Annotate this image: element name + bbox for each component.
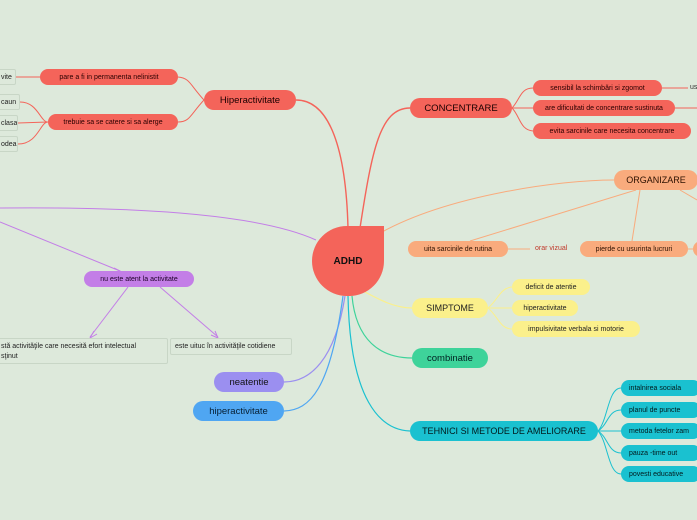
subtopic-pierde-lucruri[interactable]: pierde cu usurinta lucruri (580, 241, 688, 257)
subtopic-planul-de-puncte[interactable]: planul de puncte (621, 402, 697, 418)
subtopic-nelinistit[interactable]: pare a fi in permanenta nelinistit (40, 69, 178, 85)
leaf-vite[interactable]: vite (0, 69, 16, 85)
note-orar-vizual: orar vizual (535, 245, 568, 252)
subtopic-metoda-fetelor[interactable]: metoda fetelor zam (621, 423, 697, 439)
leaf-caun-label: caun (1, 98, 17, 106)
subtopic-pauza-time-out[interactable]: pauza -time out (621, 445, 697, 461)
subtopic-povesti-educative[interactable]: povesti educative (621, 466, 697, 482)
leaf-caun[interactable]: caun (0, 94, 20, 110)
topic-hiperactivitate-lower[interactable]: hiperactivitate (193, 401, 284, 421)
topic-simptome[interactable]: SIMPTOME (412, 298, 488, 318)
leaf-odea-label: odea (1, 140, 17, 148)
subtopic-sensibil-zgomot[interactable]: sensibil la schimbări si zgomot (533, 80, 662, 96)
subtopic-catere-alerge[interactable]: trebuie sa se catere si sa alerge (48, 114, 178, 130)
leaf-clasa[interactable]: clasa (0, 115, 18, 131)
topic-concentrare[interactable]: CONCENTRARE (410, 98, 512, 118)
subtopic-organizare-extra[interactable] (693, 241, 697, 257)
leaf-efort-line2: sţinut (1, 353, 18, 360)
leaf-clasa-label: clasa (1, 119, 18, 127)
central-topic[interactable]: ADHD (312, 226, 384, 296)
topic-hiperactivitate[interactable]: Hiperactivitate (204, 90, 296, 110)
subtopic-deficit-atentie[interactable]: deficit de atentie (512, 279, 590, 295)
leaf-odea[interactable]: odea (0, 136, 18, 152)
topic-combinatie[interactable]: combinatie (412, 348, 488, 368)
topic-neatentie[interactable]: neatentie (214, 372, 284, 392)
subtopic-nu-este-atent[interactable]: nu este atent la activitate (84, 271, 194, 287)
leaf-vite-label: vite (1, 73, 12, 81)
leaf-uituc-label: este uituc în activităţile cotidiene (175, 343, 276, 350)
subtopic-evita-sarcinile[interactable]: evita sarcinile care necesita concentrar… (533, 123, 691, 139)
subtopic-intalnirea-sociala[interactable]: intalnirea sociala (621, 380, 697, 396)
leaf-us: us (690, 84, 697, 91)
subtopic-impulsivitate[interactable]: impulsivitate verbala si motorie (512, 321, 640, 337)
leaf-uituc-cotidiene[interactable]: este uituc în activităţile cotidiene (170, 338, 292, 355)
leaf-efort-line1: stă activităţile care necesită efort int… (1, 343, 137, 350)
topic-organizare[interactable]: ORGANIZARE (614, 170, 697, 190)
subtopic-dificultati-concentrare[interactable]: are dificultati de concentrare sustinuta (533, 100, 675, 116)
topic-tehnici-metode[interactable]: TEHNICI SI METODE DE AMELIORARE (410, 421, 598, 441)
subtopic-uita-sarcinile[interactable]: uita sarcinile de rutina (408, 241, 508, 257)
subtopic-hiperactivitate[interactable]: hiperactivitate (512, 300, 578, 316)
leaf-efort-intelectual[interactable]: stă activităţile care necesită efort int… (0, 338, 168, 364)
